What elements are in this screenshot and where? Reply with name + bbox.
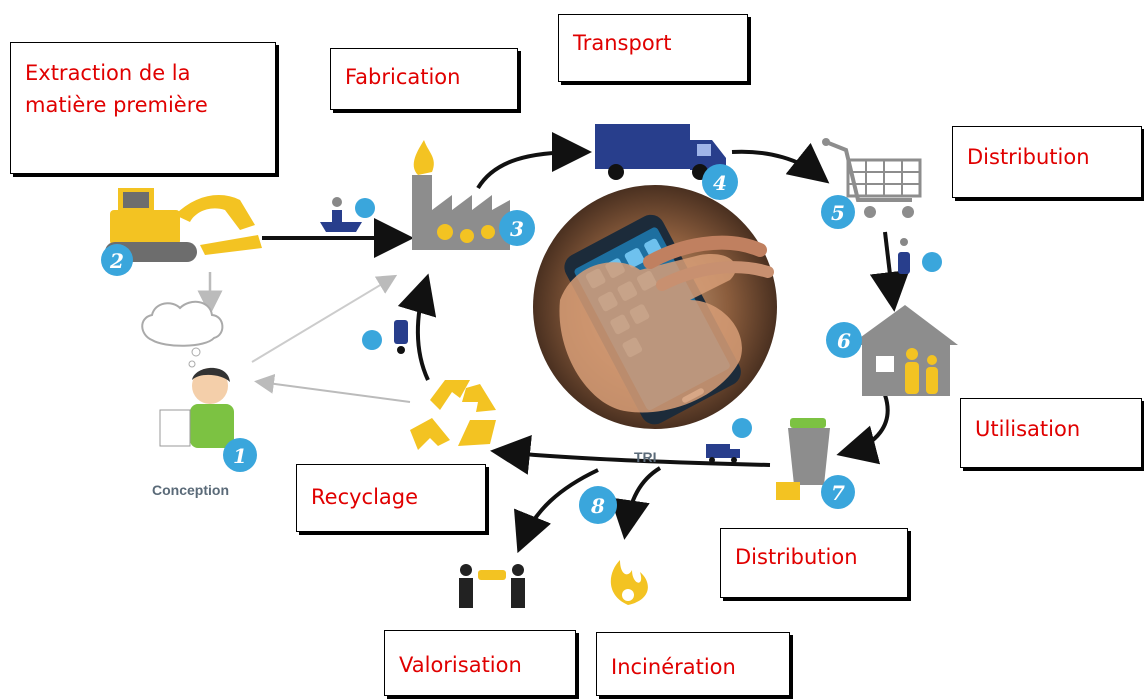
excavator-icon: 2	[101, 188, 262, 276]
badge-7: 7	[831, 481, 845, 505]
badge-1: 1	[233, 444, 247, 468]
recycling-icon	[410, 380, 496, 450]
badge-3: 3	[510, 217, 524, 241]
badge-2: 2	[109, 249, 124, 273]
flow-arrows	[197, 132, 910, 554]
car-icon	[898, 238, 942, 274]
label-valorisation-text: Valorisation	[399, 653, 522, 677]
label-utilisation-text: Utilisation	[975, 417, 1081, 441]
label-recyclage-text: Recyclage	[311, 485, 419, 509]
label-incineration-text: Incinération	[611, 655, 736, 679]
label-incineration: Incinération	[596, 632, 790, 696]
sorting-badge: 8	[579, 486, 617, 524]
label-fabrication-text: Fabrication	[345, 65, 461, 89]
label-recyclage: Recyclage	[296, 464, 486, 532]
arrow-fabrication-to-transport	[476, 132, 592, 190]
arrow-bin-to-recycling	[490, 434, 771, 475]
arrow-recycling-to-fabrication	[397, 273, 437, 381]
arrow-conception-to-fabrication	[251, 274, 398, 363]
label-utilisation: Utilisation	[960, 398, 1142, 468]
conception-caption: Conception	[152, 482, 229, 498]
arrow-to-incineration	[610, 466, 662, 540]
tri-caption: TRI	[634, 449, 657, 465]
truck-icon: 4	[595, 124, 738, 200]
shopping-cart-icon: 5	[821, 138, 922, 229]
conception-icon: 1 Conception	[141, 300, 257, 498]
boat-icon	[320, 197, 375, 232]
label-fabrication: Fabrication	[330, 48, 518, 110]
label-distribution-bottom-text: Distribution	[735, 545, 858, 569]
arrow-recycling-to-conception	[254, 373, 411, 403]
badge-6: 6	[837, 329, 851, 353]
truck-left-icon	[362, 320, 408, 354]
factory-icon: 3	[412, 140, 535, 250]
badge-5: 5	[831, 201, 845, 225]
fire-icon	[610, 560, 648, 605]
badge-8: 8	[590, 494, 605, 518]
handshake-icon	[459, 564, 525, 608]
arrow-home-to-bin	[836, 394, 890, 465]
small-truck-icon: TRI	[634, 418, 752, 465]
label-extraction-text: Extraction de la matière première	[25, 61, 208, 117]
label-extraction: Extraction de la matière première	[10, 42, 276, 174]
arrow-transport-to-distribution	[731, 142, 830, 184]
house-icon: 6	[826, 305, 958, 396]
smartphone-photo	[533, 185, 777, 429]
trash-bin-icon: 7	[776, 418, 855, 509]
label-distribution-top: Distribution	[952, 126, 1142, 198]
label-transport: Transport	[558, 14, 748, 82]
arrow-to-valorisation	[514, 468, 599, 554]
label-distribution-top-text: Distribution	[967, 145, 1090, 169]
label-transport-text: Transport	[573, 31, 672, 55]
label-distribution-bottom: Distribution	[720, 528, 908, 598]
label-valorisation: Valorisation	[384, 630, 576, 696]
badge-4: 4	[713, 171, 727, 195]
arrow-distribution-to-home	[869, 231, 910, 312]
